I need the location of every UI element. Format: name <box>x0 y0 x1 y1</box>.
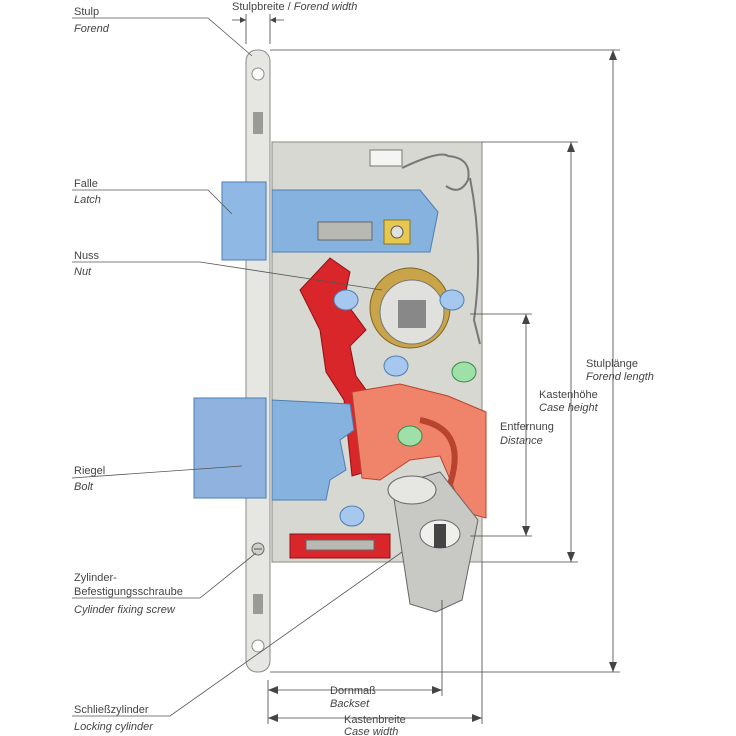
label-fixing-screw-de1: Zylinder- <box>74 572 117 584</box>
label-case-width-en: Case width <box>344 726 398 736</box>
bolt-tail <box>271 399 355 501</box>
latch-spring <box>317 221 373 241</box>
forend-plate <box>245 49 271 673</box>
dimension-lines <box>232 14 620 724</box>
label-fixing-screw-de2: Befestigungsschraube <box>74 586 183 598</box>
label-forend-de: Stulp <box>74 6 99 18</box>
label-latch-de: Falle <box>74 178 98 190</box>
label-cylinder-de: Schließzylinder <box>74 704 149 716</box>
locking-cylinder <box>387 471 479 613</box>
labels: Stulp Forend Stulpbreite / Forend width … <box>74 1 654 736</box>
label-nut-de: Nuss <box>74 250 100 262</box>
top-spring <box>369 149 481 345</box>
label-case-height-de: Kastenhöhe <box>539 389 598 401</box>
label-case-height-en: Case height <box>539 402 599 414</box>
label-distance-de: Entfernung <box>500 421 554 433</box>
label-fixing-screw-en: Cylinder fixing screw <box>74 604 176 616</box>
forend-screw-hole-bottom <box>251 639 265 653</box>
label-forend-width: Stulpbreite / Forend width <box>232 1 357 13</box>
label-case-width-de: Kastenbreite <box>344 714 406 726</box>
label-distance-en: Distance <box>500 435 543 447</box>
bottom-spring <box>289 533 391 559</box>
label-forend-length-en: Forend length <box>586 371 654 383</box>
red-mechanism <box>299 257 487 519</box>
bolt-assembly <box>193 397 355 501</box>
latch-tail <box>271 189 439 253</box>
forend-marking <box>253 112 263 134</box>
label-forend-length-de: Stulplänge <box>586 358 638 370</box>
leader-lines <box>71 17 403 717</box>
label-latch-en: Latch <box>74 194 101 206</box>
label-forend-en: Forend <box>74 23 110 35</box>
bolt-head <box>193 397 267 499</box>
forend-screw-hole-top <box>251 67 265 81</box>
latch-assembly <box>221 181 439 261</box>
label-bolt-en: Bolt <box>74 481 94 493</box>
label-backset-en: Backset <box>330 698 370 710</box>
latch-head <box>221 181 267 261</box>
nut-square <box>398 300 426 328</box>
pins <box>333 289 477 531</box>
label-bolt-de: Riegel <box>74 465 105 477</box>
label-backset-de: Dornmaß <box>330 685 376 697</box>
label-nut-en: Nut <box>74 266 92 278</box>
forend-marking-lower <box>253 594 263 614</box>
label-cylinder-en: Locking cylinder <box>74 721 154 733</box>
nut <box>369 267 451 349</box>
red-lever <box>299 257 373 477</box>
